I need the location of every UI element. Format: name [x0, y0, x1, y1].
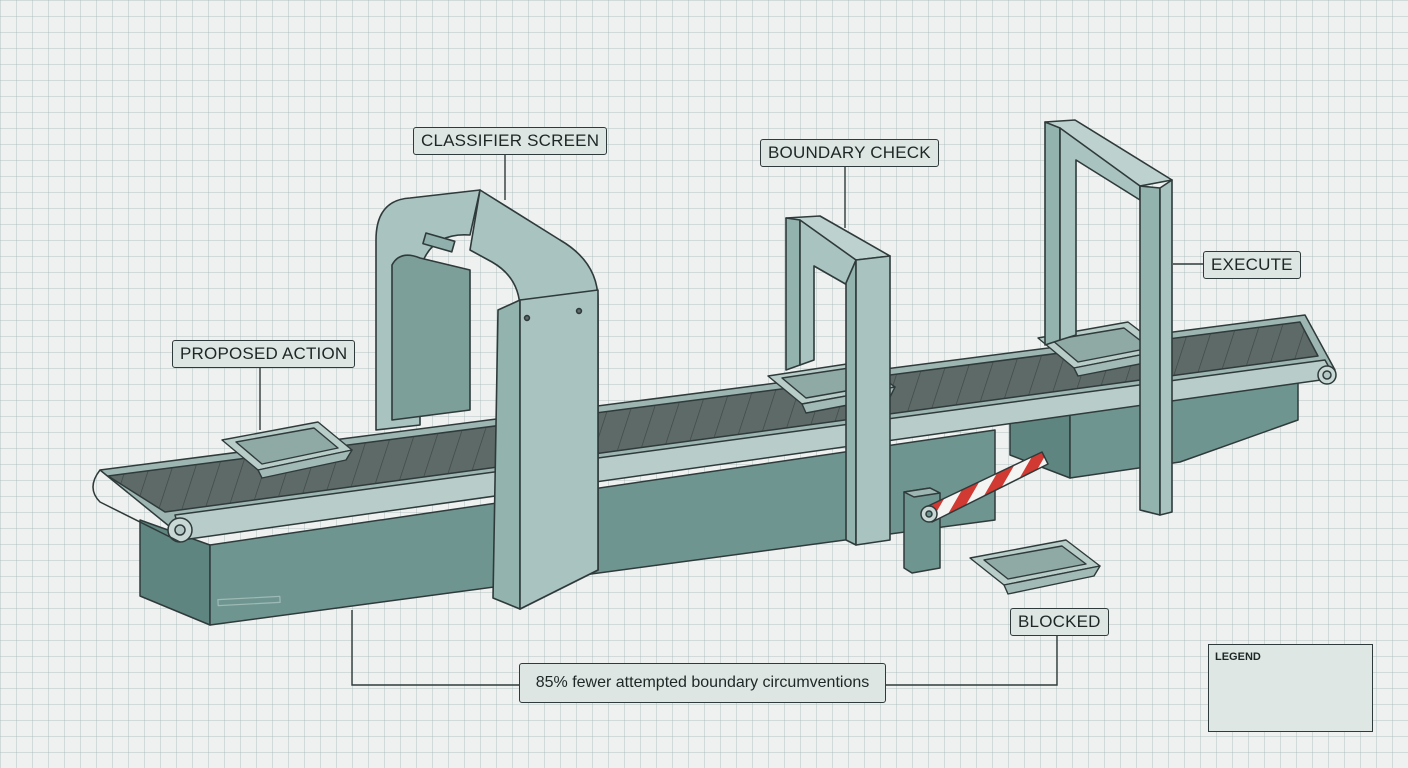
classifier-screen-gate	[375, 189, 599, 610]
stat-plaque: 85% fewer attempted boundary circumventi…	[519, 663, 886, 703]
barrier-arm	[903, 451, 1049, 574]
boundary-check-gate	[785, 215, 891, 546]
label-proposed-action: PROPOSED ACTION	[172, 340, 356, 368]
stat-text: 85% fewer attempted boundary circumventi…	[535, 674, 870, 691]
legend-title: LEGEND	[1215, 651, 1261, 663]
legend-box: LEGEND	[1208, 644, 1373, 732]
execute-gate	[1044, 119, 1173, 516]
tray-proposed	[221, 421, 353, 479]
tray-blocked	[969, 539, 1101, 595]
conveyor-base	[139, 379, 1299, 626]
label-classifier-screen: CLASSIFIER SCREEN	[413, 127, 608, 155]
label-execute: EXECUTE	[1203, 251, 1301, 279]
label-blocked: BLOCKED	[1010, 608, 1109, 636]
conveyor-belt	[92, 314, 1337, 543]
leader-lines	[259, 153, 1203, 686]
label-boundary-check: BOUNDARY CHECK	[760, 139, 939, 167]
